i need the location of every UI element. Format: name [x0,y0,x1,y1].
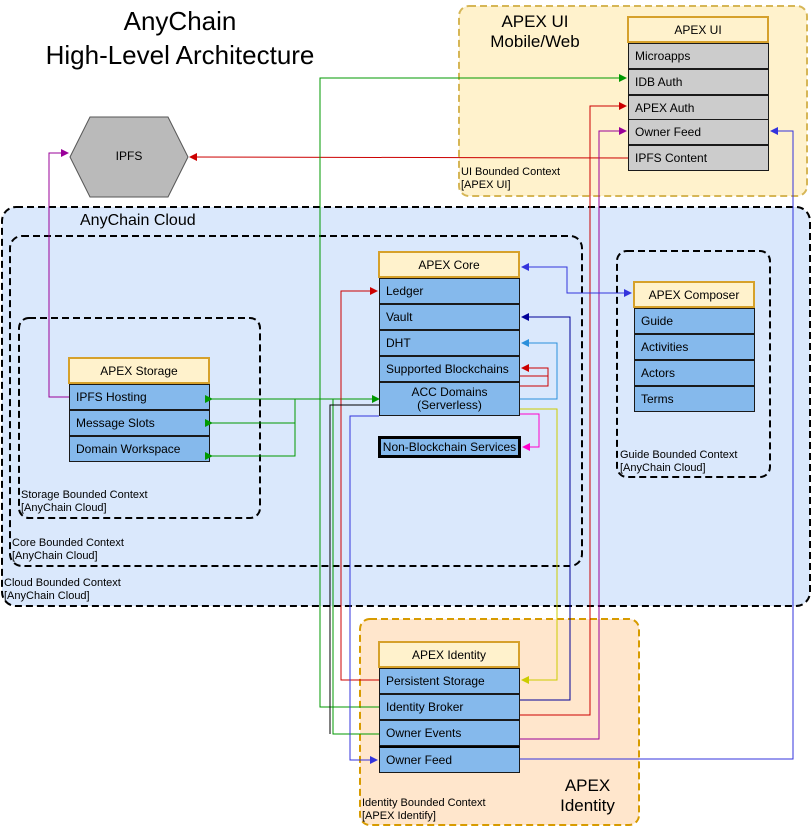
apex-identity-row-owner-feed: Owner Feed [379,746,520,773]
apex-composer-row-terms: Terms [634,386,755,412]
guide-context-label: Guide Bounded Context [AnyChain Cloud] [620,449,738,474]
apex-ui-header: APEX UI [627,16,769,43]
title-line-2: High-Level Architecture [45,40,315,70]
cloud-context-label: Cloud Bounded Context [AnyChain Cloud] [4,577,121,602]
apex-ui-row-ipfs-content: IPFS Content [628,145,769,171]
apex-storage-row-ipfs-hosting: IPFS Hosting [69,384,210,410]
apex-composer-row-guide: Guide [634,308,755,334]
apex-identity-row-owner-events: Owner Events [379,720,520,746]
apex-ui-row-apex-auth: APEX Auth [628,95,769,121]
title-line-1: AnyChain [123,6,237,36]
storage-region [18,317,261,519]
apex-identity-row-identity-broker: Identity Broker [379,694,520,720]
apex-identity-header: APEX Identity [378,641,520,668]
non-blockchain-services-box: Non-Blockchain Services [378,436,521,458]
identity-region-label: APEX Identity [560,776,615,815]
ui-context-label: UI Bounded Context [APEX UI] [461,166,561,191]
apex-core-row-vault: Vault [379,304,520,330]
apex-composer-row-actors: Actors [634,360,755,386]
apex-ui-region-label: APEX UI Mobile/Web [490,12,580,51]
apex-core-row-acc-domains: ACC Domains (Serverless) [379,382,520,416]
apex-ui-row-idb-auth: IDB Auth [628,69,769,95]
apex-ui-row-owner-feed: Owner Feed [628,119,769,145]
apex-storage-row-message-slots: Message Slots [69,410,210,436]
apex-storage-header: APEX Storage [68,357,210,384]
cloud-region-label: AnyChain Cloud [80,212,196,229]
storage-context-label: Storage Bounded Context [AnyChain Cloud] [21,489,148,514]
apex-identity-row-persistent-storage: Persistent Storage [379,668,520,694]
apex-storage-row-domain-workspace: Domain Workspace [69,436,210,462]
ipfs-hexagon [69,116,189,198]
diagram-title: AnyChain High-Level Architecture [0,4,360,72]
apex-core-header: APEX Core [378,251,520,278]
core-context-label: Core Bounded Context [AnyChain Cloud] [12,537,124,562]
apex-ui-row-microapps: Microapps [628,43,769,69]
identity-context-label: Identity Bounded Context [APEX Identify] [362,797,486,822]
apex-composer-row-activities: Activities [634,334,755,360]
ipfs-label: IPFS [115,149,143,163]
apex-core-row-supported-blockchains: Supported Blockchains [379,356,520,382]
apex-composer-header: APEX Composer [633,281,755,308]
apex-core-row-dht: DHT [379,330,520,356]
apex-core-row-ledger: Ledger [379,278,520,304]
